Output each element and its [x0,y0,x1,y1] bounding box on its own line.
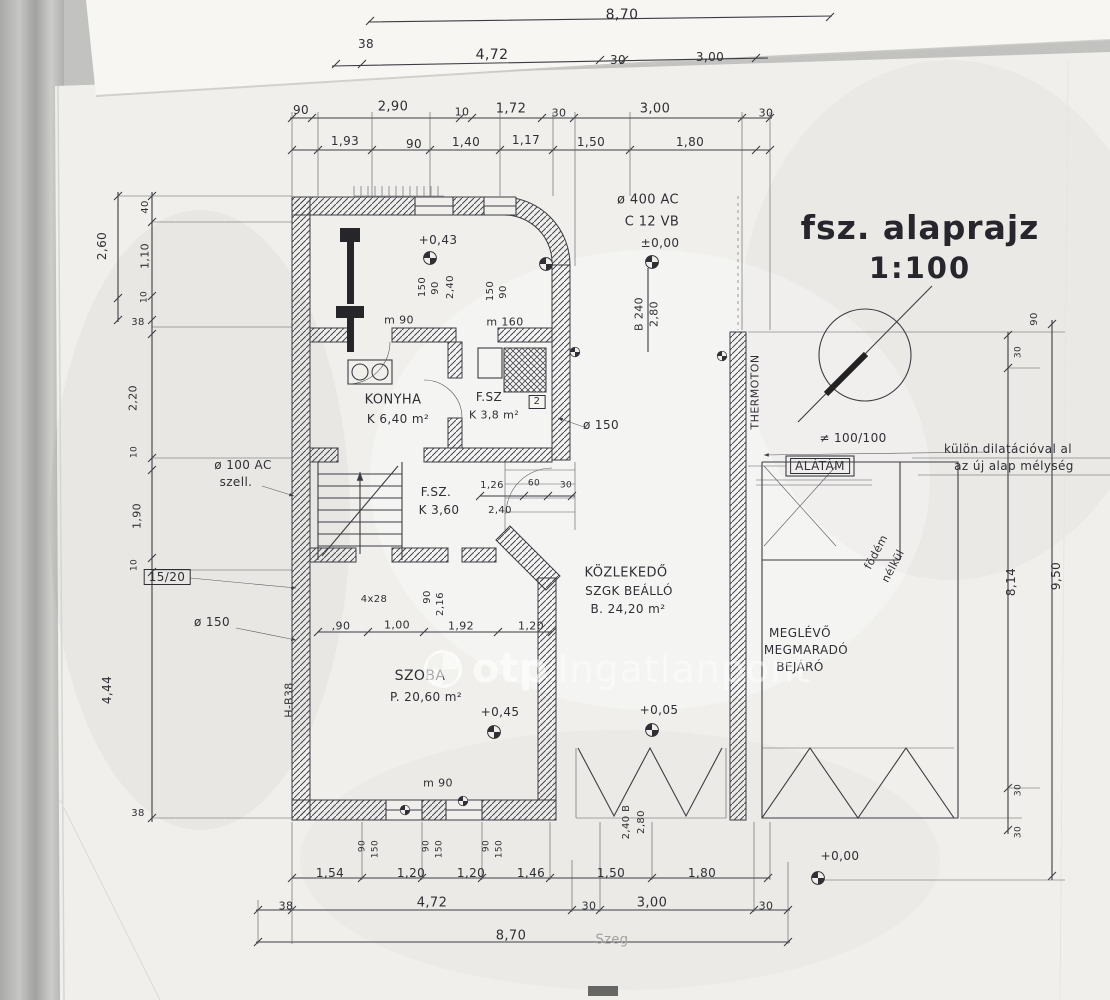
chimney-symbol [336,228,364,352]
thermoton-wall [729,331,747,821]
title-line2: 1:100 [868,251,972,285]
top-paper-sheet [86,0,1110,96]
curtain-background [0,0,64,1000]
otp-logo-icon [424,650,462,688]
entry-steps [504,462,576,530]
house-walls [291,196,571,821]
staircase [317,462,403,560]
fixture-symbol [477,347,503,379]
kitchen-sink-symbol [347,359,393,385]
watermark-brand: otp [472,646,548,692]
ruler-ticks [353,186,444,197]
watermark: otp Ingatlanpont [424,646,811,692]
north-arrow-symbol [797,285,933,423]
watermark-suffix: Ingatlanpont [557,647,812,691]
paper-sheet [55,52,1110,1000]
edge-marking [588,986,618,996]
title-line1: fsz. alaprajz [800,208,1040,247]
shaft-symbol [503,347,547,393]
drawing-title: fsz. alaprajz 1:100 [790,208,1050,285]
existing-structure [575,455,959,819]
door-swings [347,341,553,515]
